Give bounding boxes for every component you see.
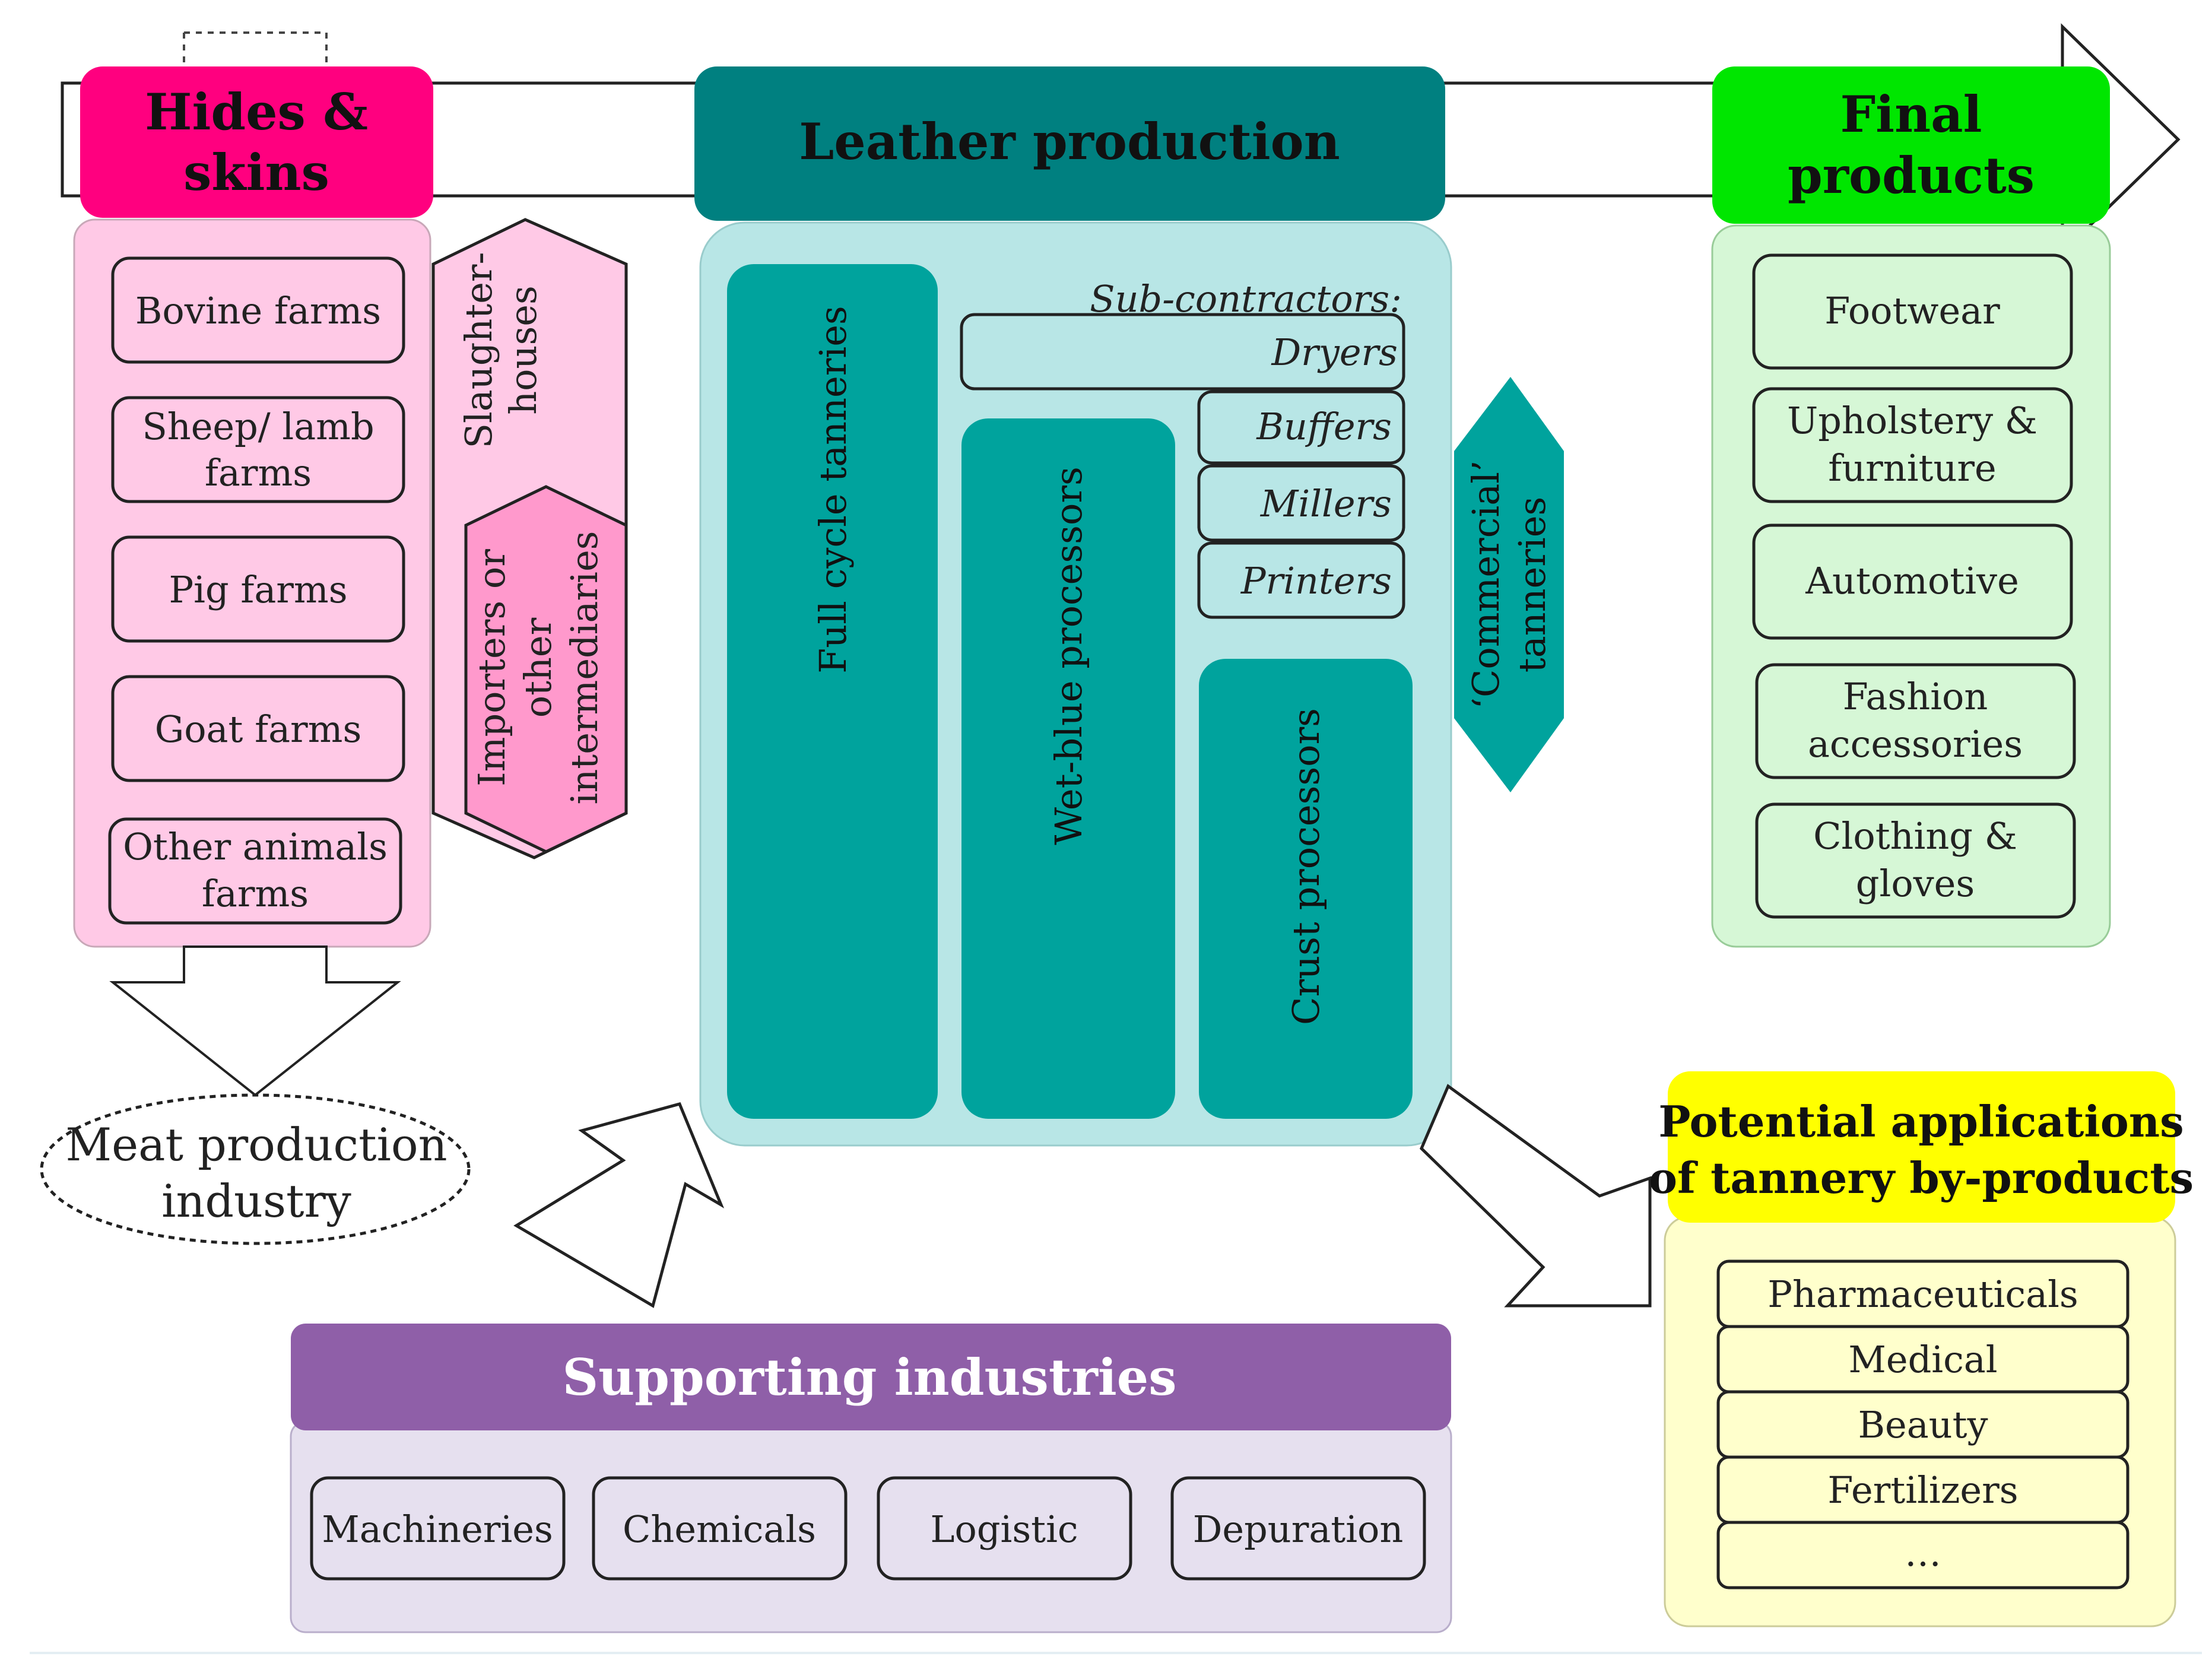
final-header (1712, 66, 2110, 224)
double-arrow-leather-supporting (513, 1102, 725, 1308)
byproduct-box-more (1716, 1521, 2130, 1589)
supporting-title: Supporting industries (562, 1348, 1176, 1407)
full-cycle-label: Full cycle tanneries (811, 306, 855, 673)
supporting-header (291, 1324, 1451, 1430)
hides-header (80, 66, 433, 218)
farm-label-line2: farms (205, 451, 312, 494)
importers-hexagon (464, 485, 628, 853)
subcontractor-list: Dryers Buffers Millers Printers (960, 313, 1405, 619)
commercial-label-line1: ‘Commercial’ (1464, 460, 1508, 709)
supporting-label: Logistic (930, 1508, 1078, 1551)
hides-title-line1: Hides & (145, 83, 368, 141)
farm-label: Pig farms (169, 568, 347, 611)
byproduct-label: Pharmaceuticals (1767, 1273, 2078, 1316)
hides-title-line2: skins (183, 143, 329, 202)
slaughterhouses-label-line1: Slaughter- (457, 252, 500, 448)
crust-label: Crust processors (1284, 708, 1328, 1025)
final-product-box-fashion (1755, 663, 2076, 779)
potential-title-line2: of tannery by-products (1649, 1153, 2194, 1203)
farm-label: Sheep/ lamb (142, 405, 374, 448)
subcontractor-label: Millers (1260, 482, 1392, 525)
meat-label-line1: Meat production (65, 1118, 447, 1171)
down-arrow-to-meat (109, 945, 401, 1097)
farm-box-other (108, 817, 402, 925)
final-product-box-automotive (1752, 523, 2073, 640)
subcontractor-box-millers (1197, 464, 1405, 542)
subcontractor-label: Dryers (1271, 331, 1398, 374)
farm-box-bovine (111, 256, 405, 364)
leather-header (694, 66, 1445, 221)
slaughterhouses-label-line2: houses (502, 285, 545, 415)
final-product-label: Automotive (1805, 559, 2019, 602)
supporting-list: Machineries Chemicals Logistic Depuratio… (310, 1476, 1426, 1581)
crust-processors-block (1199, 659, 1413, 1119)
byproduct-label: Beauty (1858, 1403, 1988, 1446)
final-title-line2: products (1788, 146, 2035, 205)
importers-label-line3: intermediaries (563, 531, 606, 805)
supporting-label: Chemicals (623, 1508, 816, 1551)
supporting-box-chemicals (592, 1476, 848, 1581)
final-product-label-line2: accessories (1808, 722, 2023, 766)
importers-label-line1: Importers or (470, 549, 513, 786)
subcontractor-box-dryers (960, 313, 1405, 391)
supporting-label: Depuration (1193, 1508, 1404, 1551)
supporting-box-logistic (877, 1476, 1132, 1581)
wet-blue-label: Wet-blue processors (1047, 467, 1090, 845)
leather-title: Leather production (799, 112, 1340, 171)
final-product-box-upholstery (1752, 387, 2073, 503)
farm-label: Bovine farms (135, 289, 381, 332)
arrow-to-byproducts (1420, 1084, 1652, 1308)
farm-label: Other animals (123, 825, 388, 868)
byproduct-list: Pharmaceuticals Medical Beauty Fertilize… (1716, 1259, 2130, 1589)
farm-box-goat (111, 675, 405, 782)
subcontractor-box-buffers (1197, 390, 1405, 465)
supporting-box-depuration (1170, 1476, 1426, 1581)
wet-blue-processors-block (961, 418, 1175, 1119)
meat-label-line2: industry (161, 1175, 351, 1227)
subcontractor-box-printers (1197, 541, 1405, 619)
final-product-label: Upholstery & (1787, 399, 2038, 442)
commercial-label-line2: tanneries (1510, 497, 1554, 672)
final-products-list: Footwear Upholstery & furniture Automoti… (1752, 253, 2076, 919)
final-product-label: Fashion (1843, 675, 1988, 718)
final-title-line1: Final (1840, 85, 1982, 144)
byproduct-label: … (1905, 1531, 1941, 1575)
meat-industry-ellipse (40, 1093, 471, 1245)
farm-list: Bovine farms Sheep/ lamb farms Pig farms… (108, 256, 405, 925)
subcontractor-label: Printers (1240, 559, 1392, 602)
final-product-label: Footwear (1824, 289, 2000, 332)
farm-box-sheep (111, 396, 405, 503)
farm-label: Goat farms (155, 707, 362, 751)
supporting-box-machineries (310, 1476, 566, 1581)
final-product-box-footwear (1752, 253, 2073, 370)
commercial-tanneries-hexagon (1454, 377, 1564, 792)
final-product-box-clothing (1755, 802, 2076, 919)
subcontractor-label: Buffers (1256, 405, 1392, 448)
byproduct-label: Medical (1848, 1338, 1997, 1381)
byproduct-label: Fertilizers (1827, 1468, 2018, 1512)
potential-title-line1: Potential applications (1658, 1096, 2184, 1147)
potential-header (1668, 1071, 2175, 1223)
full-cycle-tanneries-block (727, 264, 938, 1119)
final-product-label-line2: gloves (1856, 862, 1975, 905)
importers-label-line2: other (516, 617, 560, 718)
supporting-label: Machineries (322, 1508, 553, 1551)
farm-box-pig (111, 535, 405, 643)
farm-label-line2: farms (202, 872, 309, 915)
final-product-label: Clothing & (1813, 814, 2017, 858)
final-product-label-line2: furniture (1828, 446, 1996, 490)
